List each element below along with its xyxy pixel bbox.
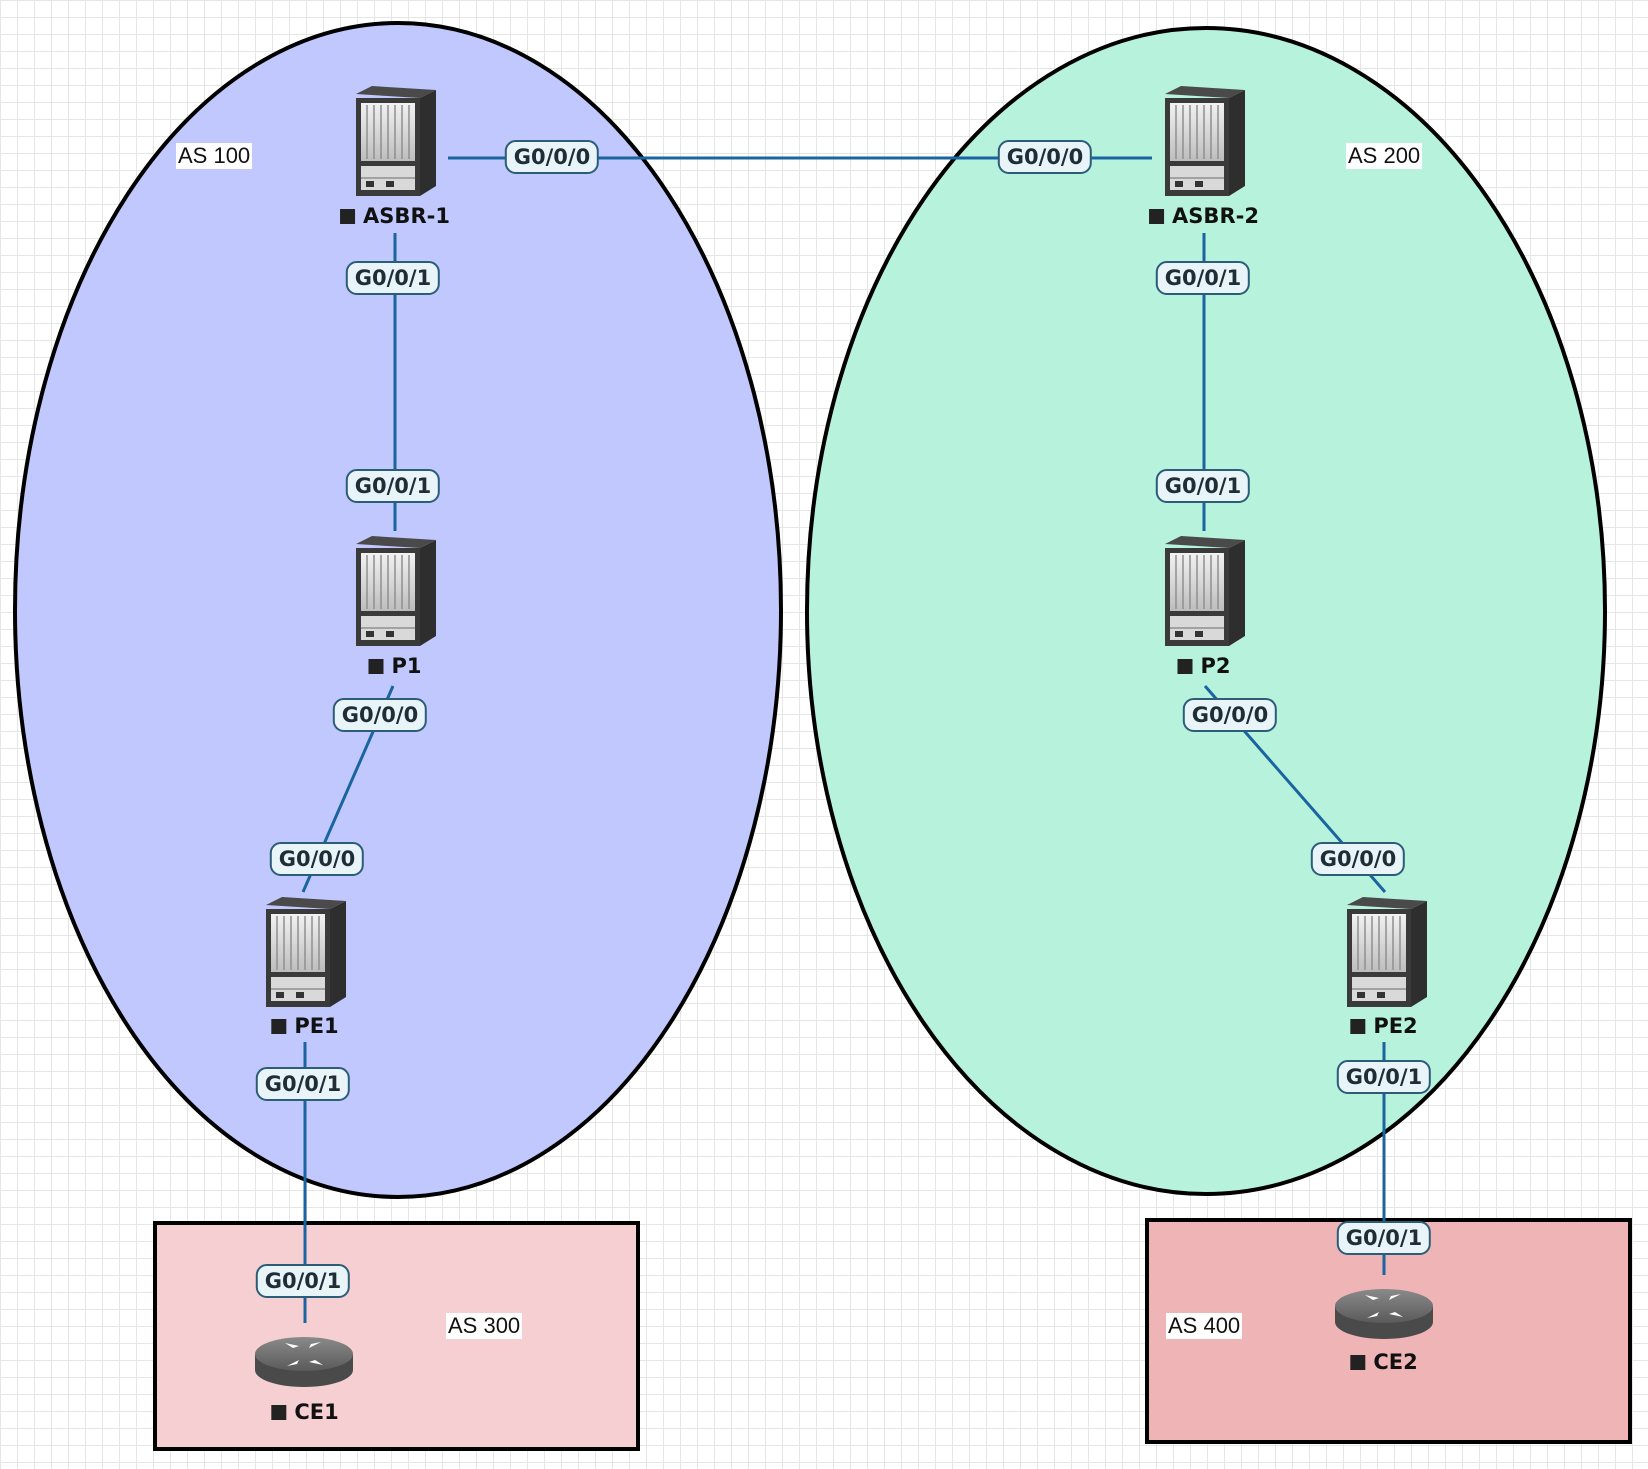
status-square-icon bbox=[1177, 658, 1193, 674]
status-square-icon bbox=[340, 208, 356, 224]
asbr-2-chassis-icon[interactable] bbox=[1164, 85, 1246, 197]
pe1-label: PE1 bbox=[271, 1014, 339, 1038]
p1-name: P1 bbox=[391, 654, 422, 678]
status-square-icon bbox=[1350, 1018, 1366, 1034]
port-pe1-g000[interactable]: G0/0/0 bbox=[269, 842, 365, 876]
pe2-name: PE2 bbox=[1373, 1014, 1418, 1038]
port-pe2-g001[interactable]: G0/0/1 bbox=[1336, 1060, 1432, 1094]
ce1-name: CE1 bbox=[294, 1400, 339, 1424]
port-asbr2-g000[interactable]: G0/0/0 bbox=[997, 140, 1093, 174]
as300-area bbox=[153, 1221, 640, 1451]
asbr-1-name: ASBR-1 bbox=[363, 204, 450, 228]
asbr-1-chassis-icon[interactable] bbox=[355, 85, 437, 197]
port-pe1-g001[interactable]: G0/0/1 bbox=[255, 1067, 351, 1101]
pe2-label: PE2 bbox=[1350, 1014, 1418, 1038]
p1-label: P1 bbox=[368, 654, 422, 678]
port-p1-g000[interactable]: G0/0/0 bbox=[332, 698, 428, 732]
asbr-2-label: ASBR-2 bbox=[1149, 204, 1259, 228]
status-square-icon bbox=[271, 1404, 287, 1420]
asbr-2-name: ASBR-2 bbox=[1172, 204, 1259, 228]
status-square-icon bbox=[271, 1018, 287, 1034]
as400-label: AS 400 bbox=[1166, 1313, 1243, 1339]
port-asbr1-g000[interactable]: G0/0/0 bbox=[504, 140, 600, 174]
pe1-name: PE1 bbox=[294, 1014, 339, 1038]
pe2-chassis-icon[interactable] bbox=[1346, 896, 1428, 1008]
status-square-icon bbox=[1149, 208, 1165, 224]
port-asbr1-g001[interactable]: G0/0/1 bbox=[345, 261, 441, 295]
ce2-name: CE2 bbox=[1373, 1350, 1418, 1374]
p2-chassis-icon[interactable] bbox=[1164, 535, 1246, 647]
port-ce2-g001[interactable]: G0/0/1 bbox=[1336, 1221, 1432, 1255]
ce1-label: CE1 bbox=[271, 1400, 339, 1424]
port-pe2-g000[interactable]: G0/0/0 bbox=[1310, 842, 1406, 876]
ce2-router-icon[interactable] bbox=[1335, 1289, 1433, 1339]
port-p1-g001[interactable]: G0/0/1 bbox=[345, 469, 441, 503]
ce1-router-icon[interactable] bbox=[255, 1337, 353, 1387]
port-p2-g000[interactable]: G0/0/0 bbox=[1182, 698, 1278, 732]
p2-name: P2 bbox=[1200, 654, 1231, 678]
as200-label: AS 200 bbox=[1346, 143, 1423, 169]
port-ce1-g001[interactable]: G0/0/1 bbox=[255, 1264, 351, 1298]
status-square-icon bbox=[1350, 1354, 1366, 1370]
ce2-label: CE2 bbox=[1350, 1350, 1418, 1374]
p2-label: P2 bbox=[1177, 654, 1231, 678]
status-square-icon bbox=[368, 658, 384, 674]
port-asbr2-g001[interactable]: G0/0/1 bbox=[1155, 261, 1251, 295]
port-p2-g001[interactable]: G0/0/1 bbox=[1155, 469, 1251, 503]
as300-label: AS 300 bbox=[446, 1313, 523, 1339]
as100-label: AS 100 bbox=[176, 143, 253, 169]
asbr-1-label: ASBR-1 bbox=[340, 204, 450, 228]
p1-chassis-icon[interactable] bbox=[355, 535, 437, 647]
pe1-chassis-icon[interactable] bbox=[265, 896, 347, 1008]
